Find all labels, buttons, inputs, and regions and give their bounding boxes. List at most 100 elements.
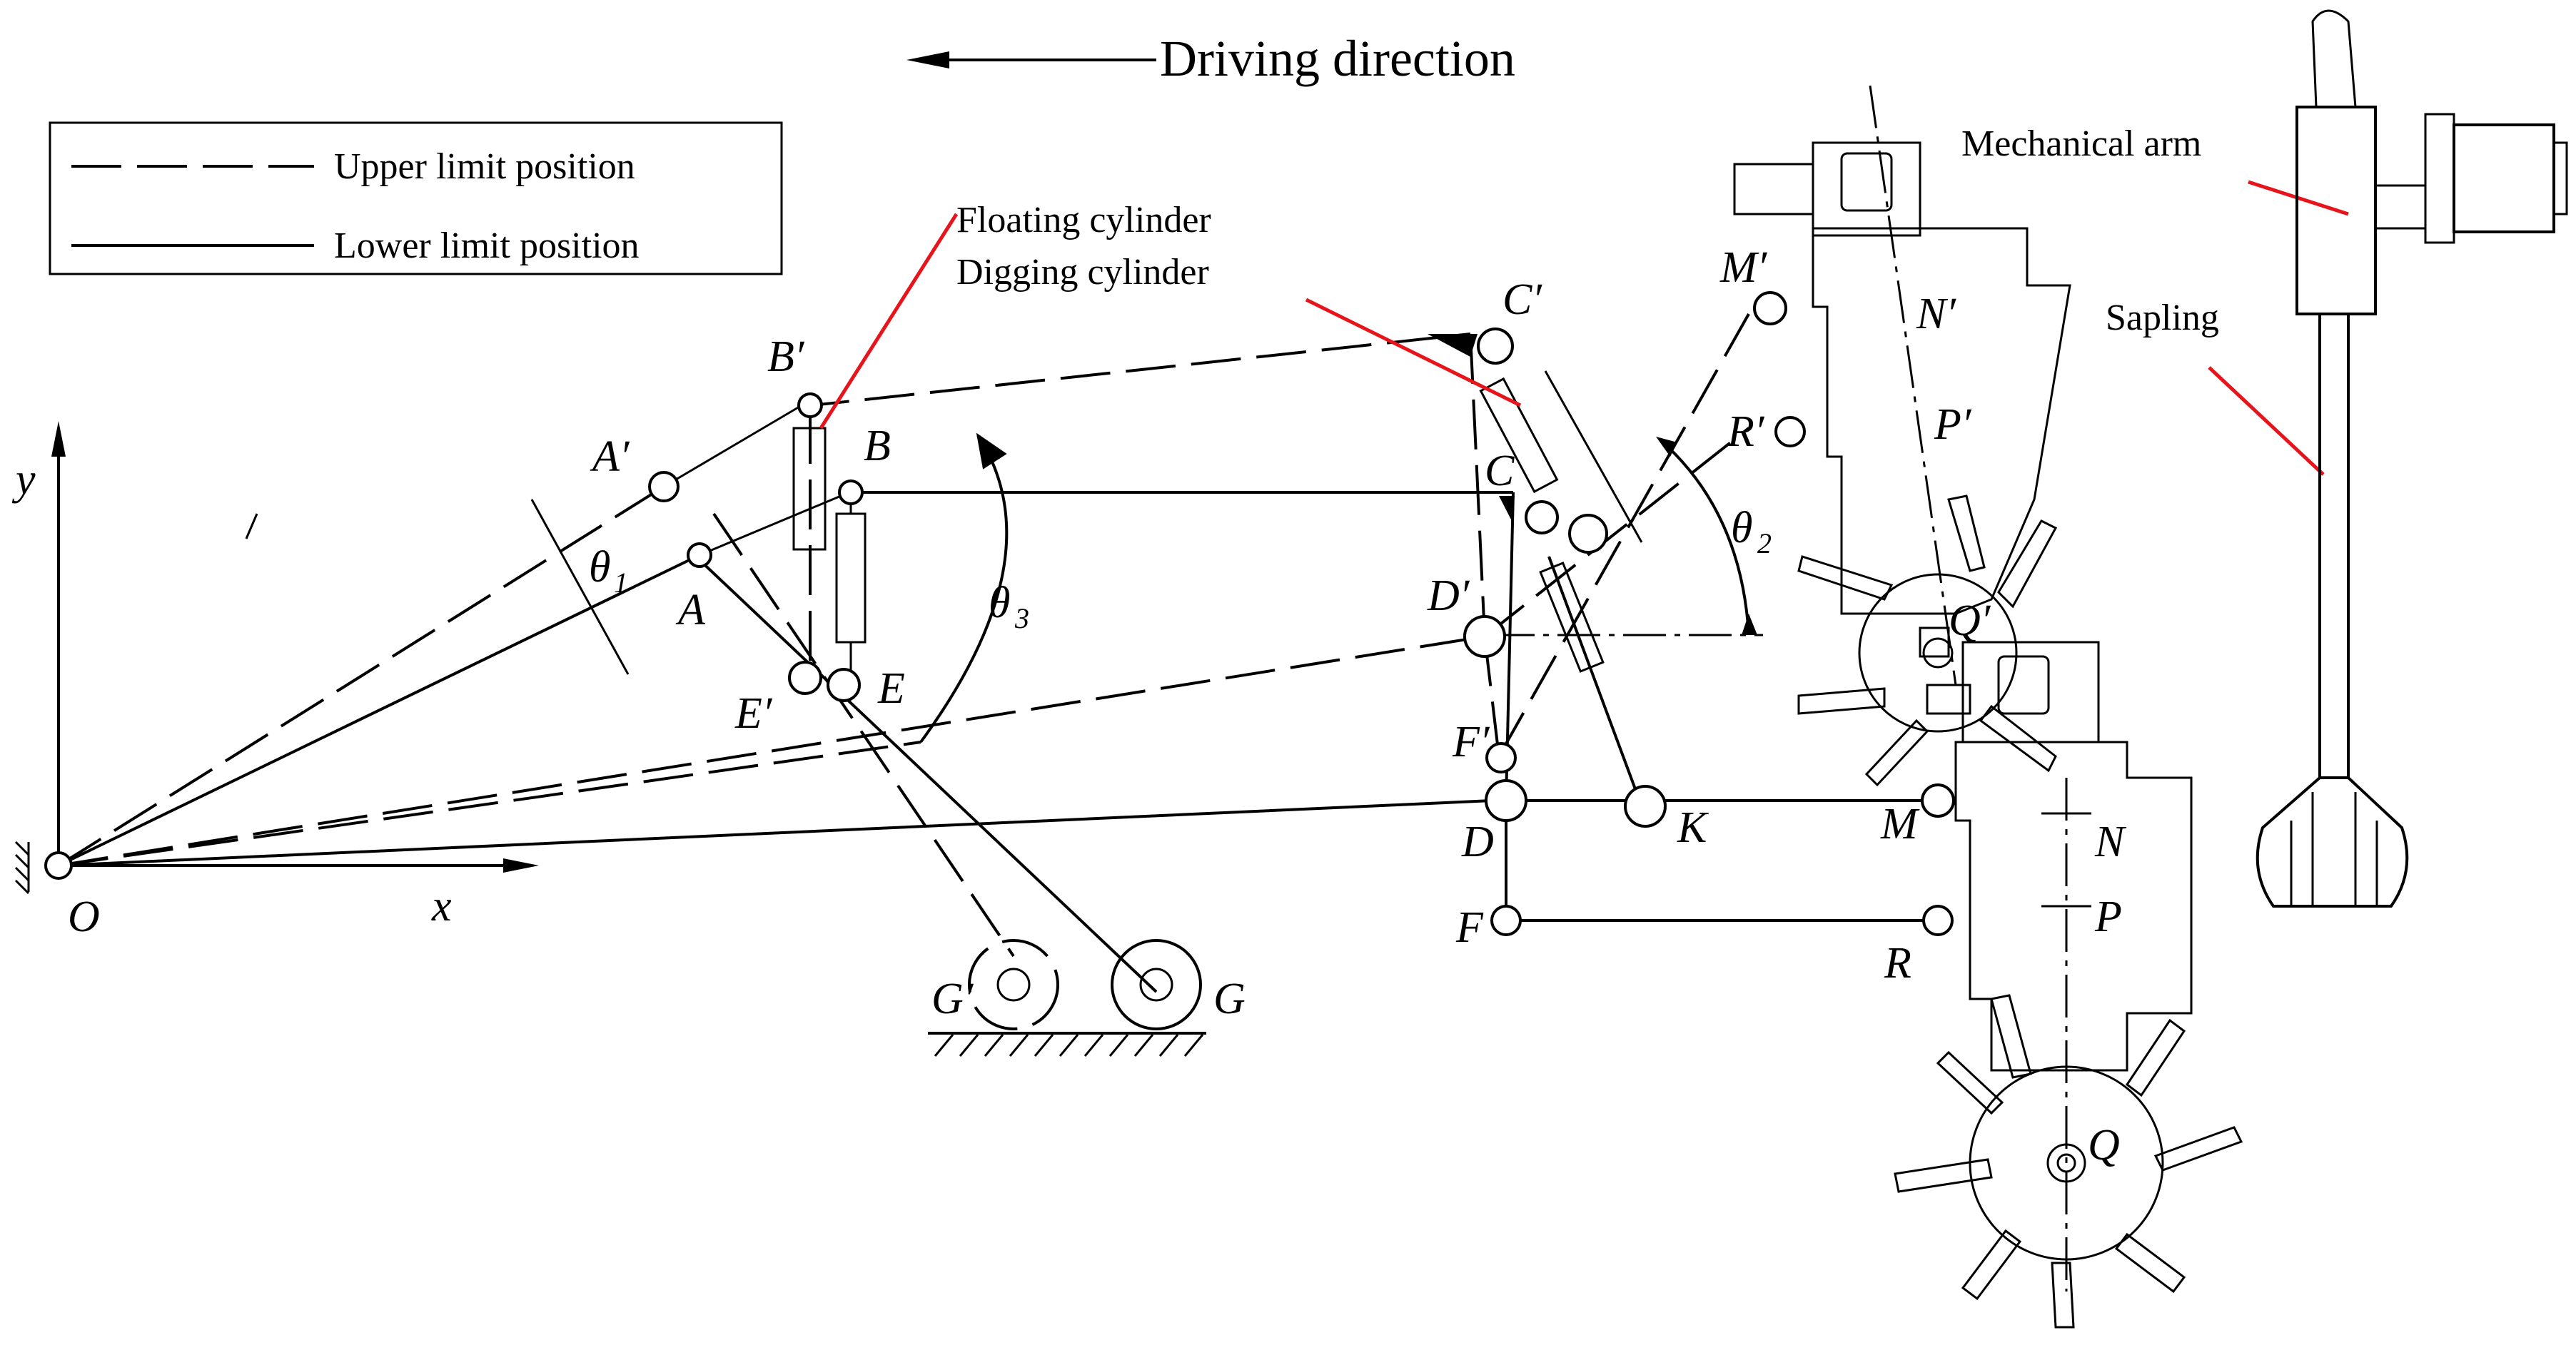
- joint-F-prime: [1485, 742, 1517, 773]
- joint-O: [44, 851, 73, 880]
- x-axis-arrowhead: [503, 858, 539, 873]
- x-axis-label: x: [431, 882, 452, 930]
- label-C-prime: C′: [1502, 275, 1542, 324]
- label-P: P: [2094, 893, 2122, 941]
- coordinate-axes: y x O: [11, 421, 539, 941]
- sapling-leader: [2208, 366, 2325, 476]
- lower-link-OA: [58, 554, 700, 867]
- floating-cylinders: [792, 427, 867, 678]
- angle-labels: θ 1 θ 2 θ 3: [589, 504, 1772, 634]
- label-G-prime: G′: [931, 975, 974, 1023]
- label-E: E: [877, 664, 905, 713]
- label-P-prime: P′: [1934, 400, 1972, 449]
- upper-gearbox: [1812, 141, 1921, 237]
- upper-link-OA: [57, 485, 665, 867]
- joint-E-prime: [788, 661, 822, 695]
- upper-gearbox-left: [1733, 163, 1814, 215]
- joint-B-prime: [797, 392, 823, 418]
- theta3-arc: [919, 432, 1009, 744]
- mechanical-arm-label: Mechanical arm: [1961, 123, 2201, 164]
- point-labels: A′ A B′ B E′ E G′ G C′ C D′ F′ D F K M′ …: [590, 243, 2127, 1169]
- tool-frame: [1428, 313, 1938, 922]
- joints: [44, 291, 1955, 936]
- joint-A-prime: [648, 471, 680, 502]
- theta3-subscript: 3: [1014, 602, 1029, 634]
- driving-direction: Driving direction: [906, 30, 1515, 87]
- label-G: G: [1213, 975, 1246, 1023]
- sapling: [2256, 314, 2409, 908]
- upper-link-BC: [799, 333, 1471, 408]
- upper-frame-FM: [1497, 313, 1750, 757]
- upper-centerline: [1869, 85, 1957, 686]
- upper-arm-AG: [712, 512, 1015, 958]
- upper-rotor: [1858, 573, 2018, 733]
- joint-C-prime: [1477, 328, 1514, 365]
- label-R-prime: R′: [1727, 407, 1765, 456]
- label-K: K: [1677, 803, 1709, 852]
- digging-unit-upper: [1733, 85, 2100, 787]
- label-D-prime: D′: [1427, 572, 1470, 620]
- theta2-subscript: 2: [1757, 527, 1772, 559]
- joint-D: [1485, 779, 1527, 822]
- arm-top: [2311, 9, 2357, 108]
- direction-arrowhead: [906, 51, 949, 68]
- upper-link-OE: [58, 741, 921, 867]
- y-axis-arrowhead: [51, 421, 66, 457]
- label-D: D: [1461, 818, 1494, 866]
- joint-R: [1922, 905, 1954, 936]
- digging-cylinder-lower: [1539, 562, 1605, 673]
- joint-E: [827, 668, 861, 702]
- digging-cylinder-upper: [1479, 377, 1559, 494]
- joint-M-prime: [1753, 291, 1787, 325]
- sapling-label: Sapling: [2106, 298, 2219, 338]
- driving-direction-label: Driving direction: [1160, 30, 1515, 87]
- label-B: B: [864, 422, 891, 470]
- label-R: R: [1884, 939, 1911, 988]
- legend: Upper limit position Lower limit positio…: [49, 121, 783, 275]
- label-N-prime: N′: [1916, 290, 1956, 338]
- label-F: F: [1455, 903, 1484, 952]
- mechanical-arm: [2295, 9, 2568, 315]
- theta1-label: θ: [589, 543, 610, 592]
- floating-cylinder-leader: [819, 213, 959, 430]
- joint-C-digging: [1568, 514, 1608, 554]
- label-M-prime: M′: [1719, 243, 1768, 292]
- ground-hatch-origin: [14, 841, 30, 895]
- lower-link-OD: [58, 799, 1492, 867]
- label-E-prime: E′: [734, 689, 773, 738]
- sapling-root-ball: [2256, 776, 2409, 908]
- digging-cylinder-label: Digging cylinder: [956, 252, 1209, 293]
- y-axis-label: y: [11, 455, 36, 504]
- label-M: M: [1880, 800, 1920, 848]
- label-C: C: [1485, 447, 1515, 495]
- label-F-prime: F′: [1452, 718, 1490, 766]
- label-Q-prime: Q′: [1949, 597, 1991, 645]
- upper-frame-DR: [1483, 427, 1750, 638]
- label-N: N: [2094, 818, 2127, 866]
- joint-C: [1525, 500, 1559, 534]
- upper-frame-CD: [1469, 333, 1486, 636]
- upper-arm-links: [799, 333, 1513, 494]
- label-A: A: [675, 586, 706, 634]
- legend-upper-label: Upper limit position: [334, 146, 635, 187]
- lower-arm-AG: [694, 555, 1158, 993]
- joint-M: [1921, 783, 1955, 818]
- floating-cylinder-label: Floating cylinder: [956, 200, 1211, 240]
- joint-F: [1490, 905, 1522, 936]
- joint-R-prime: [1774, 416, 1806, 447]
- joint-B: [838, 479, 864, 505]
- boom-links: [57, 405, 1492, 867]
- origin-label: O: [68, 893, 100, 941]
- label-A-prime: A′: [590, 432, 630, 481]
- wheel-G-prime: [968, 939, 1059, 1030]
- label-B-prime: B′: [767, 333, 805, 381]
- digging-cylinder-leader: [1305, 298, 1522, 407]
- theta2-label: θ: [1731, 504, 1752, 552]
- angle-arcs: [245, 432, 1757, 744]
- joint-A: [687, 542, 712, 568]
- theta2-arc: [1662, 441, 1750, 636]
- wheel-arms: [694, 414, 1206, 1057]
- theta3-label: θ: [989, 579, 1010, 627]
- joint-K: [1624, 785, 1667, 828]
